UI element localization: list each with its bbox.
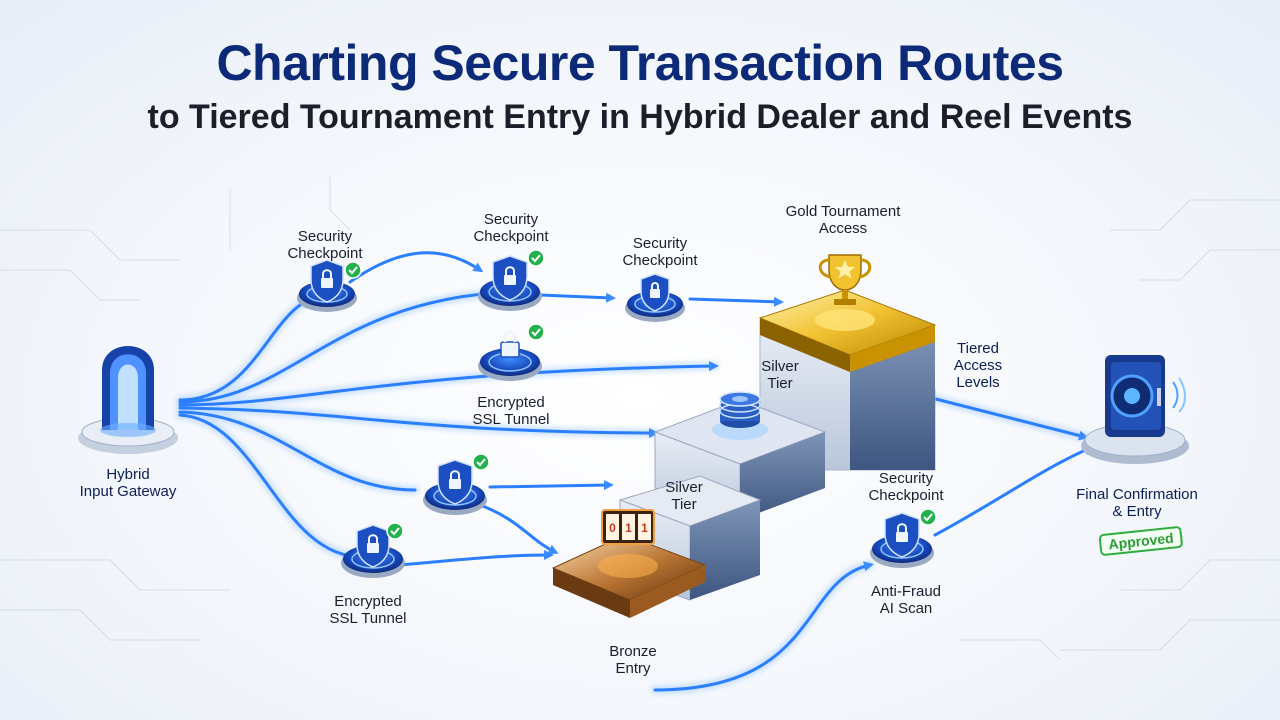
tier-stack <box>551 289 937 618</box>
check-badge-icon <box>344 261 362 279</box>
route-cp3-gold <box>688 296 784 307</box>
ssl-node-lower <box>341 522 405 578</box>
checkpoint-node-3 <box>625 273 685 322</box>
gold-platform <box>758 289 937 372</box>
route-cp4-bronze <box>478 503 559 554</box>
vault-icon <box>1081 355 1189 464</box>
route-cp4-silver <box>488 480 614 491</box>
portal-icon <box>78 346 178 454</box>
circuit-background <box>0 175 1280 661</box>
check-badge-icon <box>919 508 937 526</box>
slot-reel-icon: 0 1 1 <box>601 509 655 545</box>
svg-text:1: 1 <box>641 521 648 535</box>
ssl-node-upper <box>478 323 545 381</box>
check-badge-icon <box>527 323 545 341</box>
trophy-icon <box>818 254 872 305</box>
svg-text:1: 1 <box>625 521 632 535</box>
route-cp1-cp2 <box>348 251 484 284</box>
check-badge-icon <box>527 249 545 267</box>
checkpoint-node-1 <box>297 259 362 312</box>
bronze-platform <box>551 534 707 618</box>
shield-lock-icon <box>356 524 390 568</box>
route-lines <box>175 251 1094 695</box>
check-badge-icon <box>386 522 404 540</box>
poker-chip-stack-icon <box>719 391 761 428</box>
lock-icon <box>500 330 520 358</box>
svg-text:0: 0 <box>609 521 616 535</box>
check-badge-icon <box>472 453 490 471</box>
checkpoint-node-4 <box>423 453 490 515</box>
anti-fraud-node <box>870 508 937 568</box>
route-bronze-fraud <box>653 561 874 692</box>
route-fraud-final <box>933 445 1094 537</box>
route-gateway-ssl2 <box>178 413 367 559</box>
route-gateway-cp2 <box>178 290 512 404</box>
shield-lock-icon <box>884 512 920 558</box>
route-gateway-silver <box>178 406 659 438</box>
shield-lock-icon <box>310 259 344 303</box>
shield-nodes <box>297 249 937 578</box>
shield-lock-icon <box>640 273 670 312</box>
label-final: Final Confirmation& Entry <box>1076 486 1198 520</box>
checkpoint-node-2 <box>478 249 545 311</box>
page-title: Charting Secure Transaction Routes <box>216 35 1064 91</box>
route-gateway-cp4 <box>178 410 417 492</box>
route-gateway-ssl <box>178 361 719 407</box>
page-subtitle: to Tiered Tournament Entry in Hybrid Dea… <box>147 98 1133 136</box>
route-gold-final <box>918 393 1089 441</box>
shield-lock-icon <box>492 255 528 301</box>
route-ssl2-bronze <box>398 550 554 567</box>
route-cp2-cp3 <box>538 292 616 303</box>
shield-lock-icon <box>437 459 473 505</box>
